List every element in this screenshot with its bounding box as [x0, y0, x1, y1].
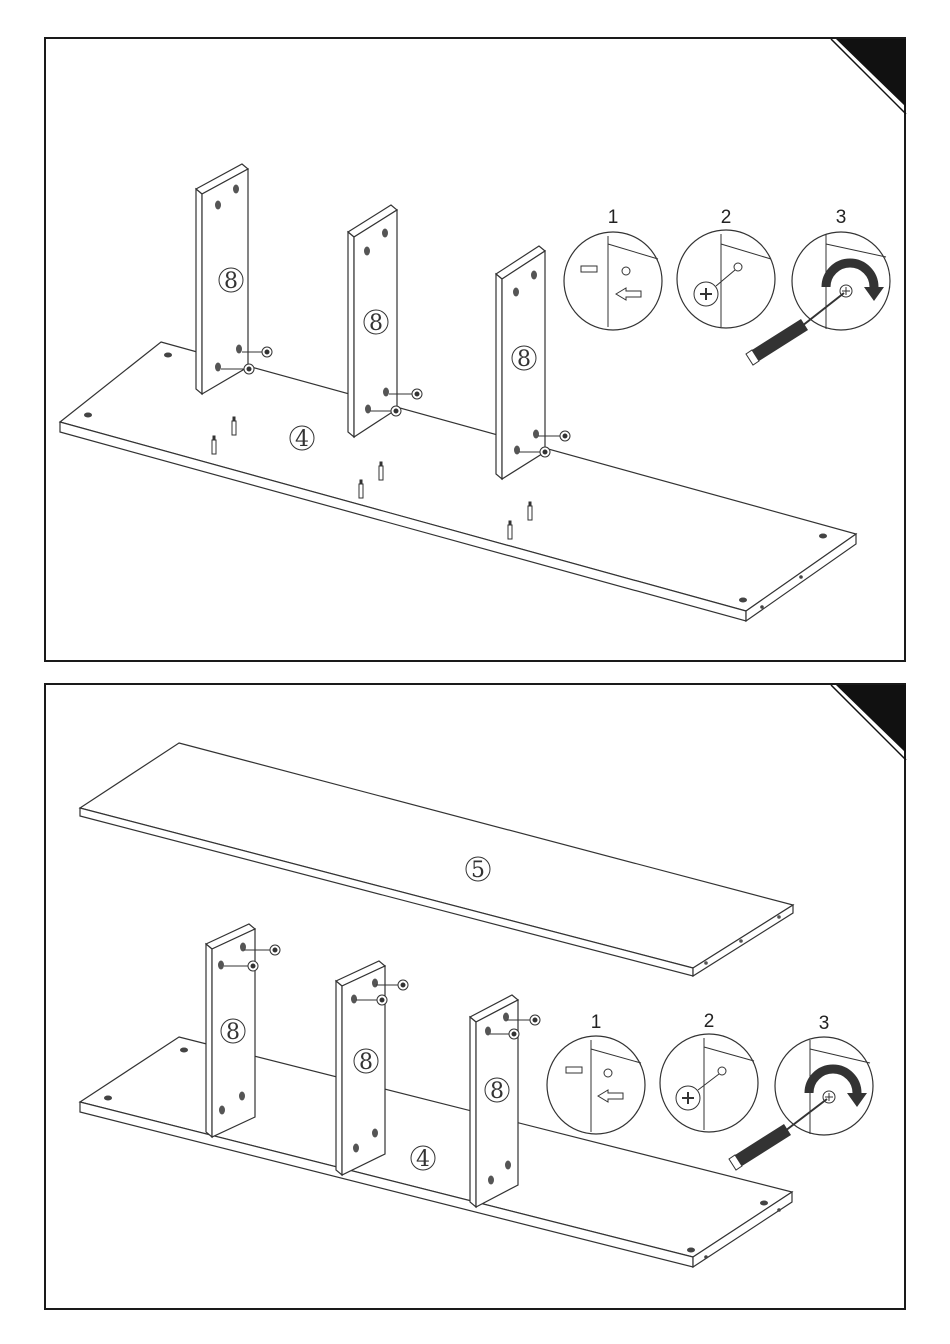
- dowel-icon: [581, 266, 597, 272]
- assembly-step-top: 4 8 8 8: [44, 37, 906, 662]
- svg-text:5: 5: [471, 858, 485, 883]
- svg-text:1: 1: [608, 207, 619, 228]
- upright-panel: [196, 164, 248, 394]
- corner-tab-icon: [831, 39, 906, 114]
- detail-callout-1: 1: [564, 207, 662, 330]
- top-board: [80, 743, 793, 976]
- dowel-icon: [566, 1067, 582, 1073]
- step-top-illustration: 4 8 8 8: [46, 39, 908, 664]
- step-bottom-illustration: 5 4 8: [46, 685, 908, 1312]
- svg-text:3: 3: [819, 1013, 830, 1034]
- svg-text:8: 8: [369, 311, 383, 336]
- svg-text:8: 8: [224, 269, 238, 294]
- svg-text:8: 8: [226, 1020, 240, 1045]
- svg-text:8: 8: [517, 347, 531, 372]
- detail-callout-2: 2: [660, 1011, 758, 1132]
- detail-callout-2: 2: [677, 207, 775, 328]
- svg-text:2: 2: [721, 207, 732, 228]
- corner-tab-icon: [831, 685, 906, 760]
- svg-text:1: 1: [591, 1012, 602, 1033]
- assembly-step-bottom: 5 4 8: [44, 683, 906, 1310]
- base-board: [60, 342, 856, 621]
- svg-text:3: 3: [836, 207, 847, 228]
- detail-callout-1: 1: [547, 1012, 645, 1134]
- svg-text:4: 4: [295, 427, 309, 452]
- svg-text:8: 8: [490, 1079, 504, 1104]
- svg-text:4: 4: [416, 1147, 430, 1172]
- svg-text:8: 8: [359, 1050, 373, 1075]
- svg-text:2: 2: [704, 1011, 715, 1032]
